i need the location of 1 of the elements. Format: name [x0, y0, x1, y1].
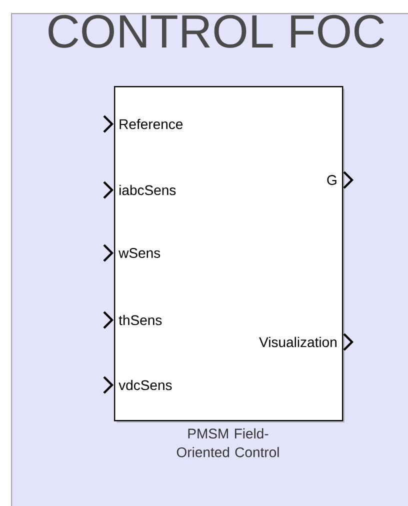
- block-name: PMSM Field-Oriented Control: [176, 428, 279, 458]
